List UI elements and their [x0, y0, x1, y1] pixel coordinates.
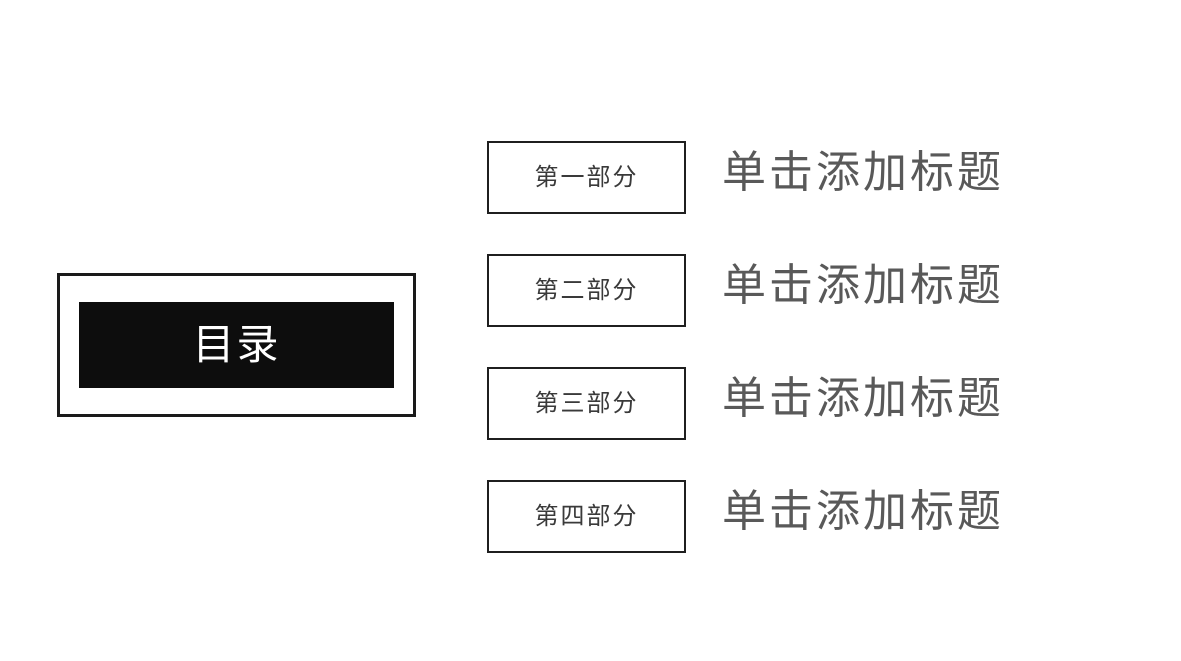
part-3-title-placeholder[interactable]: 单击添加标题: [722, 373, 1004, 423]
toc-inner-box[interactable]: 目录: [79, 302, 394, 388]
part-3-label: 第三部分: [534, 390, 639, 417]
part-2-title-placeholder[interactable]: 单击添加标题: [722, 260, 1004, 310]
toc-item-row-2: 第二部分 单击添加标题: [487, 254, 1004, 327]
toc-outer-box[interactable]: 目录: [57, 273, 416, 417]
part-4-box[interactable]: 第四部分: [487, 480, 686, 553]
toc-items-column: 第一部分 单击添加标题 第二部分 单击添加标题 第三部分 单击添加标题 第四部分…: [487, 141, 1004, 553]
part-3-box[interactable]: 第三部分: [487, 367, 686, 440]
part-1-box[interactable]: 第一部分: [487, 141, 686, 214]
part-2-label: 第二部分: [534, 277, 639, 304]
part-1-label: 第一部分: [534, 164, 639, 191]
part-4-title-placeholder[interactable]: 单击添加标题: [722, 486, 1004, 536]
toc-item-row-1: 第一部分 单击添加标题: [487, 141, 1004, 214]
toc-item-row-3: 第三部分 单击添加标题: [487, 367, 1004, 440]
part-1-title-placeholder[interactable]: 单击添加标题: [722, 147, 1004, 197]
toc-title: 目录: [192, 321, 281, 368]
part-4-label: 第四部分: [534, 503, 639, 530]
toc-item-row-4: 第四部分 单击添加标题: [487, 480, 1004, 553]
part-2-box[interactable]: 第二部分: [487, 254, 686, 327]
